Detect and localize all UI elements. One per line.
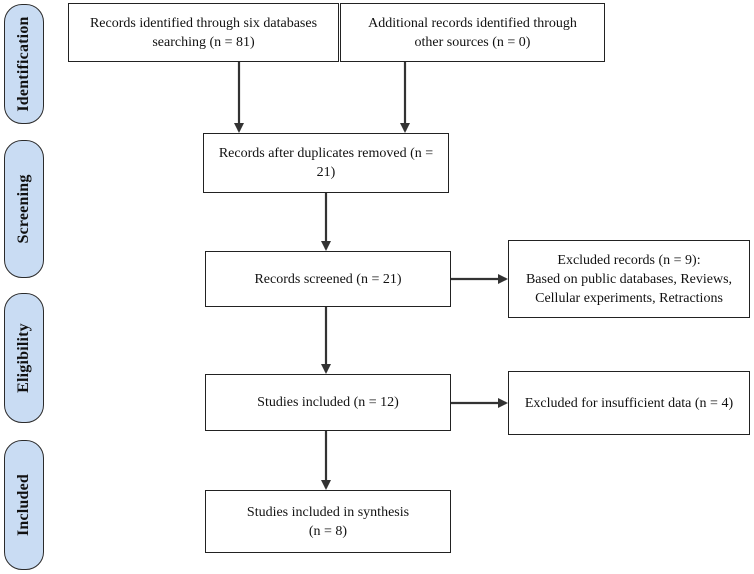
synthesis-text: Studies included in synthesis (n = 8) bbox=[246, 504, 410, 539]
phase-identification: Identification bbox=[4, 4, 44, 124]
phase-included: Included bbox=[4, 440, 44, 570]
excluded-insufficient-text: Excluded for insufficient data (n = 4) bbox=[524, 395, 734, 411]
studies-included-box: Studies included (n = 12) bbox=[205, 374, 451, 431]
after-duplicates-box: Records after duplicates removed (n = 21… bbox=[203, 133, 449, 193]
excluded-insufficient-box: Excluded for insufficient data (n = 4) bbox=[508, 371, 750, 435]
phase-eligibility: Eligibility bbox=[4, 293, 44, 423]
records-screened-text: Records screened (n = 21) bbox=[254, 271, 402, 287]
synthesis-box: Studies included in synthesis (n = 8) bbox=[205, 490, 451, 553]
phase-screening: Screening bbox=[4, 140, 44, 278]
excluded-records-text: Excluded records (n = 9): Based on publi… bbox=[525, 252, 733, 306]
records-identified-text: Records identified through six databases… bbox=[89, 15, 318, 50]
after-duplicates-text: Records after duplicates removed (n = 21… bbox=[218, 146, 434, 180]
excluded-records-box: Excluded records (n = 9): Based on publi… bbox=[508, 240, 750, 318]
additional-records-box: Additional records identified through ot… bbox=[340, 3, 605, 62]
studies-included-text: Studies included (n = 12) bbox=[257, 395, 399, 410]
additional-records-text: Additional records identified through ot… bbox=[368, 15, 577, 50]
records-screened-box: Records screened (n = 21) bbox=[205, 251, 451, 307]
records-identified-box: Records identified through six databases… bbox=[68, 3, 339, 62]
